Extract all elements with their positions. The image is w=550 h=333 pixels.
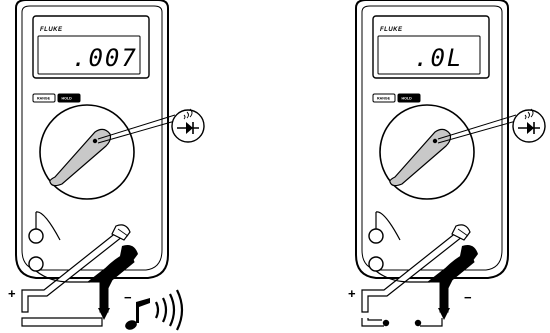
negative-marker: − [124,290,132,305]
diode-icon [512,108,546,143]
open-circuit [361,318,443,327]
black-probe [35,245,138,320]
multimeter-left: FLUKE .007 RANGE HOLD + − [8,0,205,331]
positive-marker: + [348,286,356,301]
selector-position-dot [432,138,438,144]
black-probe [375,245,478,320]
beeper-icon [125,289,184,331]
diode-icon [171,108,205,143]
selector-position-dot [92,138,98,144]
multimeter-right: FLUKE .0L RANGE HOLD + [348,0,546,327]
test-wire [21,317,103,327]
range-button[interactable]: RANGE [37,97,51,101]
hold-button[interactable]: HOLD [402,97,413,101]
brand-label: FLUKE [380,27,403,33]
range-button[interactable]: RANGE [377,97,391,101]
positive-marker: + [8,286,16,301]
negative-marker: − [464,290,472,305]
hold-button[interactable]: HOLD [62,97,73,101]
red-probe [21,211,131,313]
red-probe [361,211,471,313]
lcd-readout: .007 [72,44,138,72]
brand-label: FLUKE [40,27,63,33]
lcd-readout: .0L [414,44,463,72]
